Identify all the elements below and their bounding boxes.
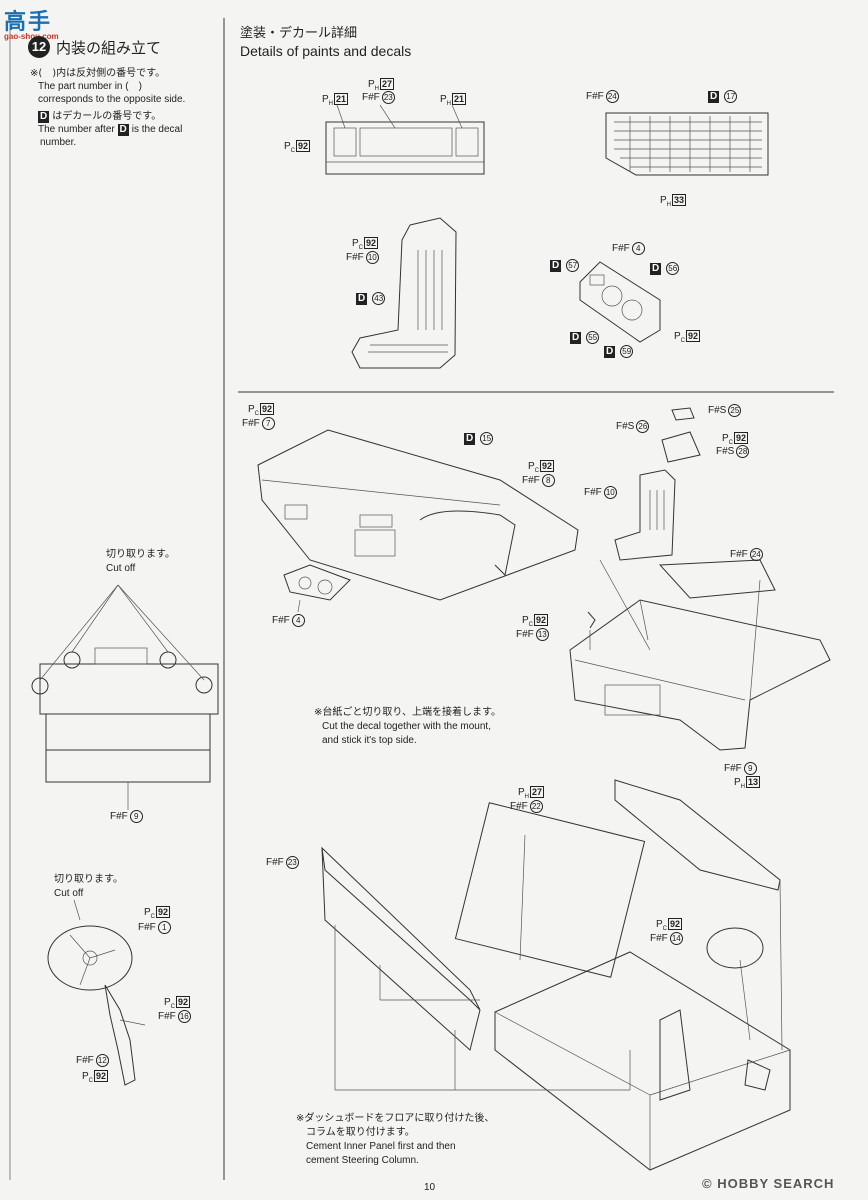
watermark: © HOBBY SEARCH (702, 1176, 834, 1191)
decal-note-en-2: and stick it's top side. (322, 735, 417, 746)
seat-drawing (351, 217, 457, 369)
grid-panel-drawing (605, 112, 769, 176)
logo-site: gao-shou.com (4, 32, 59, 41)
decal-note-en-1: Cut the decal together with the mount, (322, 721, 491, 732)
floor-drawing (569, 559, 831, 751)
note1-en-2: corresponds to the opposite side. (38, 94, 186, 105)
note2-jp: はデカールの番号です。 (52, 111, 162, 122)
cement-note: ※ダッシュボードをフロアに取り付けた後、 コラムを取り付けます。 Cement … (296, 1112, 494, 1168)
decal-note-jp: ※台紙ごと切り取り、上端を接着します。 (314, 707, 501, 718)
note2-en-1: The number after (38, 124, 115, 135)
decal-badge-inline: D (117, 124, 129, 136)
cement-note-jp-1: ※ダッシュボードをフロアに取り付けた後、 (296, 1113, 495, 1124)
note1-en-1: The part number in ( ) (38, 81, 142, 92)
cut-off-callout-floor: 切り取ります。 Cut off (106, 549, 175, 574)
decal-badge: D (38, 111, 50, 123)
decal-note: ※台紙ごと切り取り、上端を接着します。 Cut the decal togeth… (314, 706, 501, 748)
step-number-badge: 12 (28, 36, 50, 58)
step-title: 内装の組み立て (56, 38, 162, 57)
logo-text: 高手 (4, 10, 53, 35)
cut-off-callout-wheel: 切り取ります。 Cut off (54, 874, 123, 899)
cement-note-en-2: cement Steering Column. (306, 1155, 419, 1166)
window-frame-drawing (325, 104, 485, 175)
steering-wheel-drawing (47, 899, 146, 1086)
section-header: 塗装・デカール詳細 Details of paints and decals (240, 22, 411, 59)
section-title-en: Details of paints and decals (240, 43, 412, 59)
note2-en-2: is the decal (131, 124, 183, 135)
section-title-jp: 塗装・デカール詳細 (240, 26, 358, 41)
gauge-cluster-drawing (579, 261, 661, 343)
site-logo: 高手 gao-shou.com (4, 4, 59, 41)
seat-assembly-drawing (614, 469, 776, 599)
floor-cutout-drawing (31, 584, 219, 810)
watermark-copyright: © (702, 1176, 713, 1191)
note2-en-3: number. (40, 137, 77, 148)
bottom-assembly-drawing (321, 779, 791, 1171)
cement-note-jp-2: コラムを取り付けます。 (306, 1127, 415, 1138)
step-header: 12 内装の組み立て (28, 36, 161, 58)
watermark-text: HOBBY SEARCH (717, 1176, 835, 1191)
note1-jp: ※( )内は反対側の番号です。 (30, 68, 166, 79)
cement-note-en-1: Cement Inner Panel first and then (306, 1141, 456, 1152)
page-number: 10 (424, 1182, 436, 1193)
notes-left: ※( )内は反対側の番号です。 The part number in ( ) c… (30, 67, 185, 149)
dashboard-drawing (257, 429, 579, 613)
console-box-drawing (661, 407, 701, 463)
